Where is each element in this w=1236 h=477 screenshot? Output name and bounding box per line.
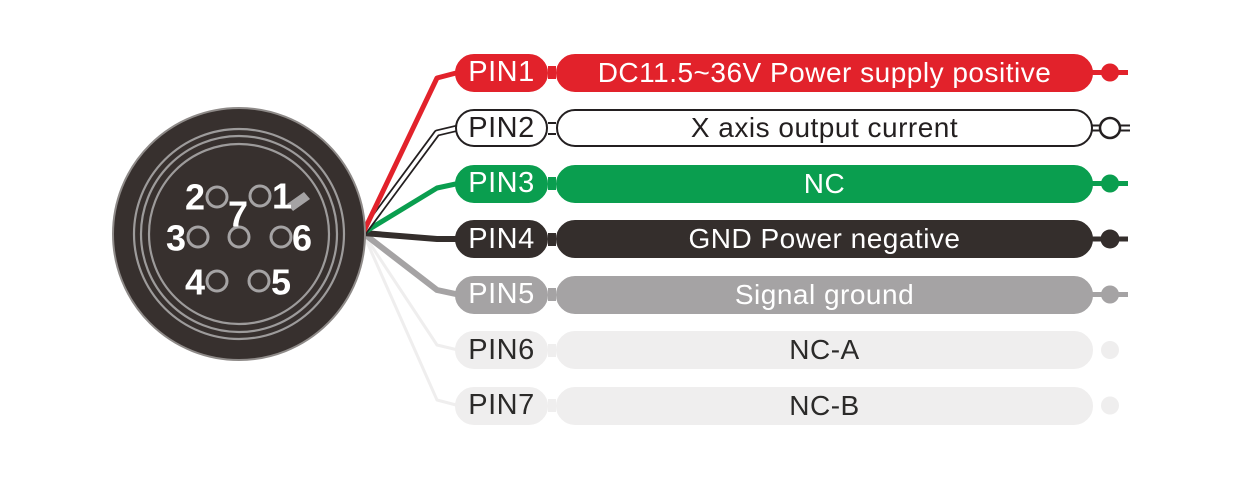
- connector-pin-hole-5: [247, 269, 271, 293]
- wire-pin5: [361, 230, 459, 298]
- pin5-description: Signal ground: [734, 278, 915, 310]
- pin2-neck: [548, 121, 556, 135]
- pin6-label: PIN6: [468, 333, 535, 366]
- connector-pin-number-7: 7: [228, 194, 248, 235]
- pin7-label: PIN7: [468, 389, 535, 421]
- pin4-neck: [548, 232, 556, 246]
- wire-pin4: [362, 230, 458, 242]
- pin4-description-bar: GND Power negative: [556, 220, 1093, 258]
- pin3-description: NC: [803, 167, 846, 199]
- connector-pin-number-3: 3: [166, 218, 186, 259]
- wire-end-dot-pin2: [1098, 116, 1122, 140]
- wire-pin2-core: [361, 126, 459, 235]
- connector-pin-number-4: 4: [185, 262, 205, 303]
- wire-pin1: [360, 70, 459, 235]
- connector-pin-number-6: 6: [292, 218, 312, 259]
- pin2-description: X axis output current: [690, 112, 959, 143]
- pin5-label: PIN5: [468, 278, 535, 310]
- wire-end-dot-pin4: [1100, 229, 1120, 249]
- connector-ring-middle: [139, 134, 339, 334]
- wire-pin6: [361, 232, 459, 352]
- pin5-label-pill: PIN5: [455, 275, 548, 314]
- pin-row-1: PIN1 DC11.5~36V Power supply positive: [455, 53, 1093, 92]
- pin4-label: PIN4: [468, 222, 535, 255]
- pin2-description-bar: X axis output current: [556, 109, 1093, 147]
- pin2-label: PIN2: [468, 111, 535, 144]
- wire-fan: [360, 70, 459, 407]
- pin5-neck: [548, 288, 556, 301]
- connector-pin-hole-7: [227, 225, 251, 249]
- wire-pin3: [361, 181, 459, 236]
- connector-pin-hole-3: [186, 225, 210, 249]
- wire-end-dot-pin1: [1101, 63, 1119, 82]
- wire-pin7: [361, 232, 459, 407]
- wire-end-dot-pin7: [1101, 396, 1119, 415]
- pin5-description-bar: Signal ground: [556, 275, 1093, 314]
- pin2-label-pill: PIN2: [455, 109, 548, 147]
- pin7-neck: [548, 399, 556, 412]
- connector-pin-hole-2: [205, 185, 229, 209]
- connector-pin-hole-6: [269, 225, 293, 249]
- pin1-neck: [548, 66, 556, 79]
- pin-row-6: PIN6 NC-A: [455, 331, 1093, 369]
- pin7-description: NC-B: [789, 389, 860, 421]
- pin1-label: PIN1: [468, 56, 535, 88]
- pin6-description-bar: NC-A: [556, 331, 1093, 369]
- pin-row-4: PIN4 GND Power negative: [455, 220, 1093, 258]
- pin7-label-pill: PIN7: [455, 386, 548, 425]
- pin3-label: PIN3: [468, 167, 535, 199]
- pin-row-5: PIN5 Signal ground: [455, 275, 1093, 314]
- pin7-description-bar: NC-B: [556, 386, 1093, 425]
- wire-terminators: [1091, 63, 1130, 415]
- wire-end-dot-pin5: [1101, 285, 1119, 304]
- pin6-label-pill: PIN6: [455, 331, 548, 369]
- connector-pin-number-5: 5: [271, 262, 291, 303]
- pin4-description: GND Power negative: [688, 223, 961, 254]
- pin3-description-bar: NC: [556, 164, 1093, 203]
- pin-row-3: PIN3 NC: [455, 164, 1093, 203]
- pin1-description: DC11.5~36V Power supply positive: [597, 56, 1052, 88]
- connector-pin-hole-1: [248, 184, 272, 208]
- connector-key-notch: [287, 192, 310, 211]
- pin6-description: NC-A: [789, 334, 860, 365]
- wire-end-dot-pin6: [1101, 341, 1119, 359]
- connector-ring-inner: [147, 142, 331, 326]
- pin3-label-pill: PIN3: [455, 164, 548, 203]
- pin-row-2: PIN2 X axis output current: [455, 109, 1093, 147]
- wire-pin2-outline: [360, 124, 459, 236]
- connector-ring-outer: [132, 127, 346, 341]
- pin1-label-pill: PIN1: [455, 53, 548, 92]
- connector-pin-hole-4: [205, 269, 229, 293]
- connector-face: 1 2 3 4 5 6 7: [112, 107, 366, 361]
- pin6-neck: [548, 343, 556, 357]
- wire-end-dot-pin3: [1101, 174, 1119, 193]
- pin1-description-bar: DC11.5~36V Power supply positive: [556, 53, 1093, 92]
- pin-row-7: PIN7 NC-B: [455, 386, 1093, 425]
- pin3-neck: [548, 177, 556, 190]
- connector-pin-number-2: 2: [185, 177, 205, 218]
- connector-pin-number-1: 1: [272, 176, 292, 217]
- pin4-label-pill: PIN4: [455, 220, 548, 258]
